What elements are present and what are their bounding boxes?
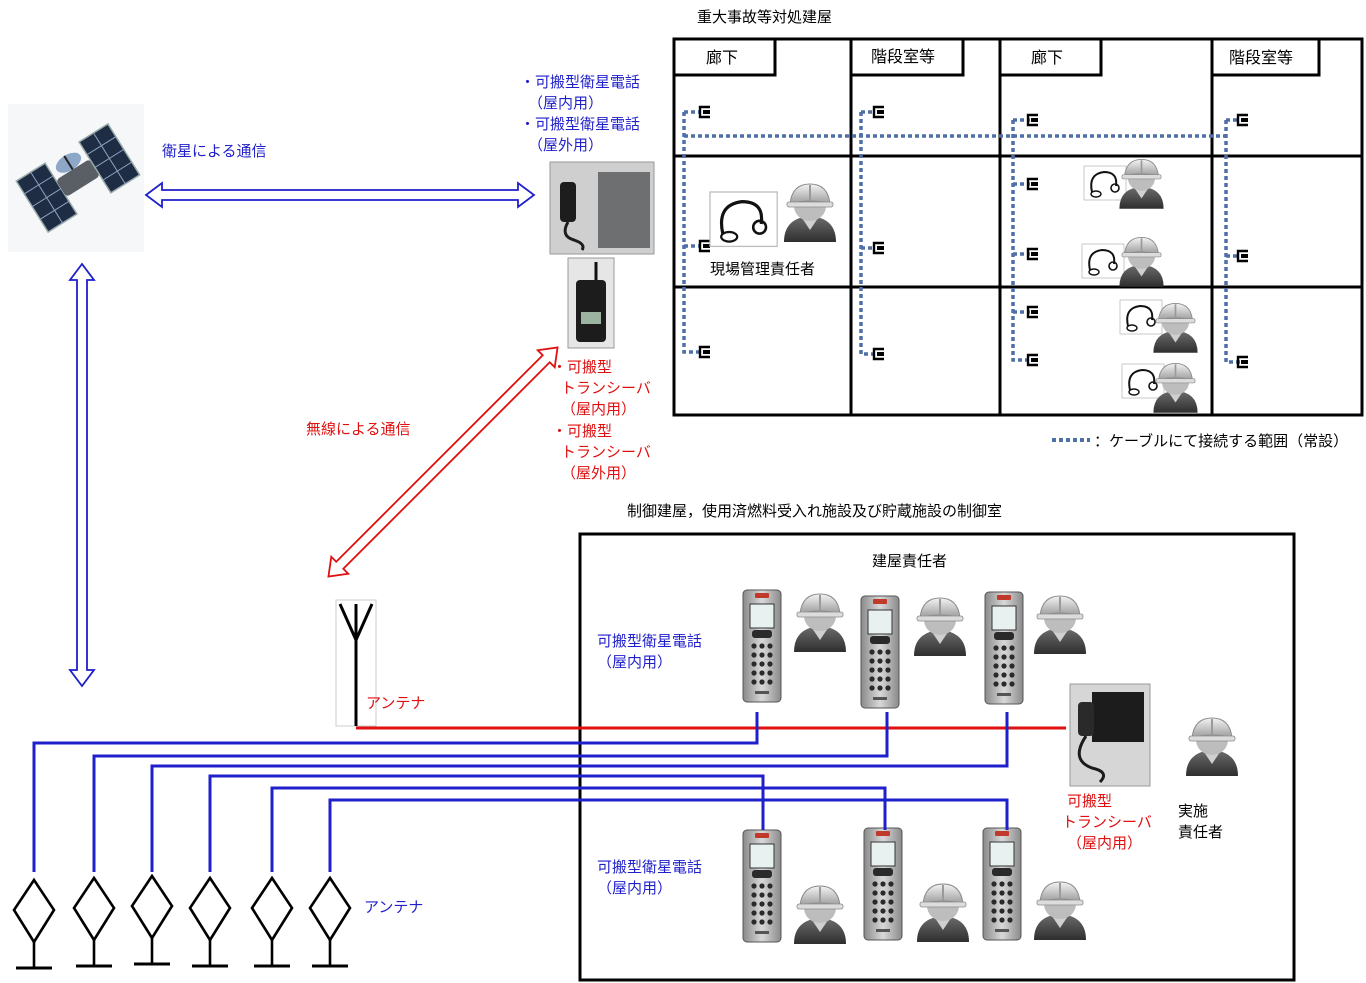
transceiver-label-2: トランシーバ <box>561 379 651 397</box>
cell-label-stairs-1: 階段室等 <box>871 47 935 66</box>
cell-label-corridor-1: 廊下 <box>706 48 738 67</box>
transceiver-device-photo <box>567 257 615 349</box>
site-manager-worker-icon <box>783 183 837 243</box>
sat-phone-handset-icon <box>984 591 1024 705</box>
sat-phone-handset-icon <box>742 589 782 703</box>
transceiver-label-4: ・可搬型 <box>552 422 612 440</box>
transceiver-label-5: トランシーバ <box>561 443 651 461</box>
worker-headset-icon <box>1083 165 1127 201</box>
worker-icon <box>1118 236 1165 288</box>
radio-arrow <box>327 346 559 578</box>
sat-phone-label-1: ・可搬型衛星電話 <box>520 73 640 91</box>
building-manager-label: 建屋責任者 <box>872 552 947 570</box>
control-transceiver-photo <box>1069 683 1151 787</box>
site-manager-headset-icon <box>708 190 779 248</box>
control-sat-phone-bottom-1: 可搬型衛星電話 <box>597 858 702 876</box>
site-manager-label: 現場管理責任者 <box>710 260 815 278</box>
sat-phone-label-3: ・可搬型衛星電話 <box>520 115 640 133</box>
worker-icon <box>913 597 967 657</box>
control-sat-phone-top-1: 可搬型衛星電話 <box>597 632 702 650</box>
satellite-comm-label: 衛星による通信 <box>162 142 267 160</box>
worker-icon <box>916 883 970 943</box>
sat-phone-handset-icon <box>742 829 782 943</box>
executive-label-1: 実施 <box>1178 802 1208 820</box>
sat-phone-handset-icon <box>982 827 1022 941</box>
control-sat-phone-bottom-2: （屋内用） <box>597 879 672 897</box>
radio-antenna-label: アンテナ <box>366 694 425 712</box>
control-transceiver-label-3: （屋内用） <box>1067 834 1142 852</box>
worker-icon <box>793 593 847 653</box>
worker-icon <box>1033 595 1087 655</box>
sat-phone-label-2: （屋内用） <box>528 94 603 112</box>
transceiver-label-3: （屋内用） <box>561 400 636 418</box>
sat-phone-device-photo <box>549 161 655 255</box>
control-room-title: 制御建屋，使用済燃料受入れ施設及び貯蔵施設の制御室 <box>627 502 1002 520</box>
satellite-antenna-label: アンテナ <box>364 898 423 916</box>
cable-legend: ：ケーブルにて接続する範囲（常設） <box>1052 432 1348 450</box>
cell-label-corridor-2: 廊下 <box>1031 48 1063 67</box>
worker-headset-icon <box>1081 243 1125 279</box>
control-sat-phone-top-2: （屋内用） <box>597 653 672 671</box>
sat-phone-handset-icon <box>860 595 900 709</box>
cable-legend-label: ：ケーブルにて接続する範囲（常設） <box>1094 432 1348 450</box>
executive-label-2: 責任者 <box>1178 823 1223 841</box>
radio-comm-label: 無線による通信 <box>306 420 411 438</box>
control-transceiver-label-2: トランシーバ <box>1062 813 1152 831</box>
executive-worker-icon <box>1185 717 1239 777</box>
worker-headset-icon <box>1119 299 1163 335</box>
sat-phone-label-4: （屋外用） <box>528 136 603 154</box>
cell-label-stairs-2: 階段室等 <box>1229 48 1293 67</box>
cable-routes <box>682 110 1242 364</box>
cell-labels: 廊下 階段室等 廊下 階段室等 <box>672 37 1321 77</box>
satellite-icon <box>8 104 144 252</box>
transceiver-label-1: ・可搬型 <box>552 358 612 376</box>
radio-antenna-icon <box>335 599 377 727</box>
satellite-arrow-horizontal <box>144 181 536 209</box>
sat-phone-handset-icon <box>863 827 903 941</box>
satellite-antenna-cables <box>32 712 1009 872</box>
satellite-antenna-icons <box>12 874 352 970</box>
control-transceiver-label-1: 可搬型 <box>1067 792 1112 810</box>
worker-icon <box>1033 881 1087 941</box>
building-title: 重大事故等対処建屋 <box>697 8 832 26</box>
transceiver-label-6: （屋外用） <box>561 464 636 482</box>
worker-icon <box>793 885 847 945</box>
building-grid <box>672 37 1364 417</box>
satellite-arrow-vertical <box>68 262 96 688</box>
